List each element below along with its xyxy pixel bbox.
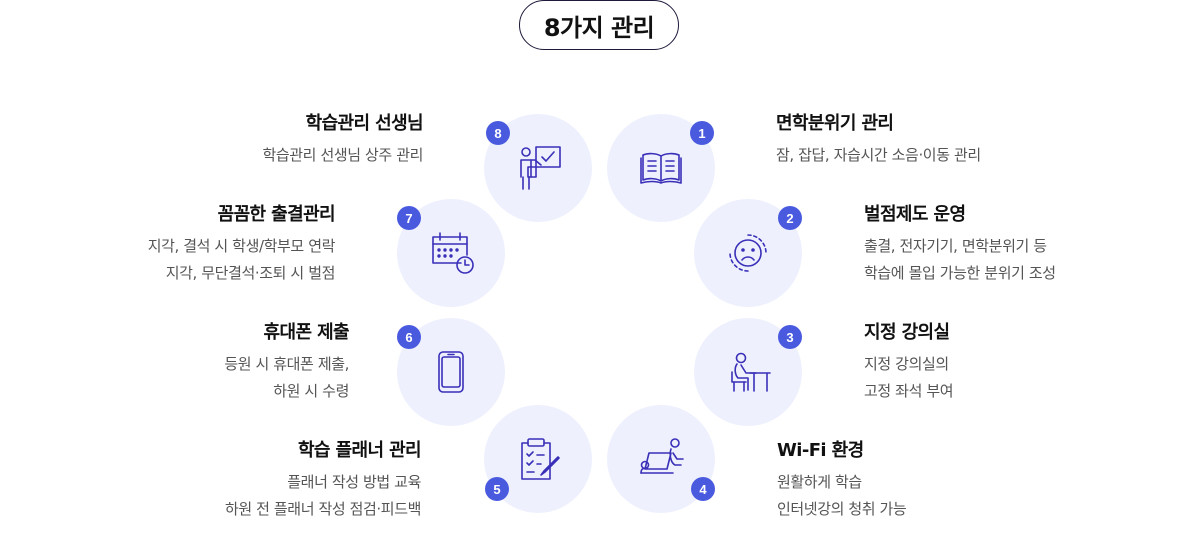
item-6-desc-line: 하원 시 수령 [273, 382, 349, 400]
badge-5: 5 [485, 477, 509, 501]
item-6-text: 휴대폰 제출 등원 시 휴대폰 제출, 하원 시 수령 [9, 321, 349, 405]
item-5-text: 학습 플래너 관리 플래너 작성 방법 교육 하원 전 플래너 작성 점검·피드… [81, 439, 422, 523]
item-8-title: 학습관리 선생님 [305, 113, 424, 134]
item-5-desc: 플래너 작성 방법 교육 하원 전 플래너 작성 점검·피드백 [81, 469, 421, 523]
item-3-desc-line: 고정 좌석 부여 [864, 382, 954, 400]
item-1-desc: 잠, 잡답, 자습시간 소음·이동 관리 [776, 142, 1116, 169]
item-8-desc: 학습관리 선생님 상주 관리 [83, 142, 423, 169]
item-4-title: Wi-Fi 환경 [777, 440, 864, 461]
seated-student-icon [731, 352, 771, 392]
item-6-desc: 등원 시 휴대폰 제출, 하원 시 수령 [9, 351, 349, 405]
item-3-text: 지정 강의실 지정 강의실의 고정 좌석 부여 [864, 321, 1200, 405]
item-3-title: 지정 강의실 [864, 322, 950, 343]
item-2-text: 벌점제도 운영 출결, 전자기기, 면학분위기 등 학습에 몰입 가능한 분위기… [864, 203, 1200, 287]
badge-3: 3 [778, 325, 802, 349]
item-4-desc: 원활하게 학습 인터넷강의 청취 가능 [777, 469, 1117, 523]
item-7-desc-line: 지각, 결석 시 학생/학부모 연락 [147, 237, 336, 255]
item-6-desc-line: 등원 시 휴대폰 제출, [224, 355, 349, 373]
item-7-title: 꼼꼼한 출결관리 [217, 204, 336, 225]
item-7-desc: 지각, 결석 시 학생/학부모 연락 지각, 무단결석·조퇴 시 벌점 [0, 233, 336, 287]
item-2-desc-line: 학습에 몰입 가능한 분위기 조성 [864, 264, 1056, 282]
item-3-desc: 지정 강의실의 고정 좌석 부여 [864, 351, 1200, 405]
item-7-desc-line: 지각, 무단결석·조퇴 시 벌점 [165, 264, 336, 282]
item-3-desc-line: 지정 강의실의 [864, 355, 949, 373]
sad-face-icon [729, 234, 767, 272]
item-7-text: 꼼꼼한 출결관리 지각, 결석 시 학생/학부모 연락 지각, 무단결석·조퇴 … [0, 203, 336, 287]
circle-item-6 [397, 318, 505, 426]
item-5-desc-line: 플래너 작성 방법 교육 [287, 473, 421, 491]
item-6-title: 휴대폰 제출 [263, 322, 350, 343]
item-1-title: 면학분위기 관리 [776, 113, 894, 134]
smartphone-icon [438, 351, 464, 393]
clipboard-pencil-icon [521, 438, 560, 480]
item-8-desc-line: 학습관리 선생님 상주 관리 [262, 146, 423, 164]
item-2-desc: 출결, 전자기기, 면학분위기 등 학습에 몰입 가능한 분위기 조성 [864, 233, 1200, 287]
badge-2: 2 [778, 206, 802, 230]
badge-1: 1 [690, 121, 714, 145]
item-4-desc-line: 인터넷강의 청취 가능 [777, 500, 907, 518]
item-8-text: 학습관리 선생님 학습관리 선생님 상주 관리 [83, 112, 423, 169]
teacher-board-icon [520, 146, 561, 190]
item-4-desc-line: 원활하게 학습 [777, 473, 862, 491]
calendar-clock-icon [432, 232, 474, 274]
item-1-desc-line: 잠, 잡답, 자습시간 소음·이동 관리 [776, 146, 981, 164]
section-title: 8가지 관리 [543, 13, 655, 42]
item-5-desc-line: 하원 전 플래너 작성 점검·피드백 [224, 500, 421, 518]
open-book-icon [640, 152, 682, 184]
badge-7: 7 [397, 206, 421, 230]
item-2-title: 벌점제도 운영 [864, 204, 966, 225]
badge-8: 8 [486, 121, 510, 145]
item-2-desc-line: 출결, 전자기기, 면학분위기 등 [864, 237, 1047, 255]
item-5-title: 학습 플래너 관리 [297, 440, 422, 461]
badge-4: 4 [691, 477, 715, 501]
item-4-text: Wi-Fi 환경 원활하게 학습 인터넷강의 청취 가능 [777, 439, 1117, 523]
laptop-study-icon [640, 438, 684, 474]
badge-6: 6 [397, 325, 421, 349]
item-1-text: 면학분위기 관리 잠, 잡답, 자습시간 소음·이동 관리 [776, 112, 1116, 169]
section-title-pill: 8가지 관리 [519, 0, 679, 50]
